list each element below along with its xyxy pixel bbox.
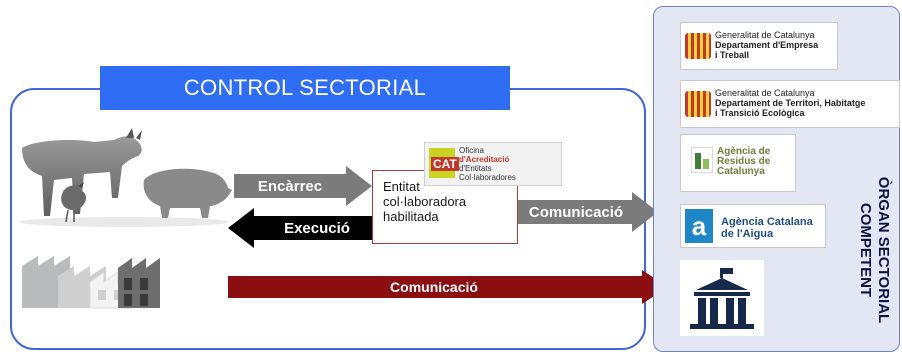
comunicacio-entity-arrow — [518, 192, 658, 232]
comunicacio-direct-arrow — [228, 270, 668, 304]
entity-line-3: habilitada — [383, 209, 439, 224]
logo4-line-1: Agència Catalana — [721, 216, 813, 228]
entity-line-1: Entitat — [383, 179, 420, 194]
organ-title-line-2: COMPETENT — [857, 202, 874, 298]
acat-line-3: d'Entitats — [459, 164, 492, 173]
acat-line-4: Col·laboradores — [459, 173, 516, 182]
logo2-line-3: i Transició Ecològica — [715, 108, 805, 118]
acat-mark-icon: CAT — [429, 148, 459, 178]
svg-text:a: a — [692, 211, 707, 241]
logo-departament-empresa: Generalitat de Catalunya Departament d'E… — [680, 22, 838, 70]
logo3-line-1: Agència de — [717, 146, 771, 157]
generalitat-icon — [685, 33, 711, 59]
entity-line-2: col·laboradora — [383, 194, 467, 209]
encarrec-arrow — [234, 166, 372, 206]
logo-agencia-aigua: a Agència Catalana de l'Aigua — [680, 204, 826, 248]
acat-line-1: Oficina — [459, 146, 484, 155]
aigua-icon: a — [685, 209, 713, 243]
execucio-label: Execució — [284, 219, 350, 237]
government-building-card — [680, 260, 764, 336]
generalitat-icon — [685, 91, 711, 117]
encarrec-label: Encàrrec — [257, 177, 323, 195]
logo4-line-2: de l'Aigua — [721, 228, 774, 240]
execucio-arrow — [228, 208, 374, 248]
acat-mark-text: CAT — [431, 157, 459, 171]
organ-sectorial-title: ÒRGAN SECTORIAL COMPETENT — [848, 160, 892, 340]
acat-logo: CAT Oficina d'Acreditació d'Entitats Col… — [424, 142, 562, 186]
logo2-line-1: Generalitat de Catalunya — [715, 88, 815, 98]
comunicacio-direct-label: Comunicació — [390, 279, 478, 295]
organ-title-line-1: ÒRGAN SECTORIAL — [875, 176, 892, 324]
acat-text: Oficina d'Acreditació d'Entitats Col·lab… — [459, 146, 516, 182]
government-building-icon — [690, 268, 754, 329]
logo-departament-territori: Generalitat de Catalunya Departament de … — [680, 80, 900, 128]
control-sectorial-title: CONTROL SECTORIAL — [100, 66, 510, 110]
logo1-line-2: Departament d'Empresa — [715, 40, 819, 50]
logo2-line-2: Departament de Territori, Habitatge — [715, 98, 866, 108]
logo-agencia-residus: Agència de Residus de Catalunya — [680, 134, 796, 192]
logo3-line-3: Catalunya — [717, 166, 765, 177]
residus-icon — [691, 147, 713, 173]
comunicacio-entity-label: Comunicació — [528, 203, 624, 221]
logo1-line-1: Generalitat de Catalunya — [715, 30, 815, 40]
acat-line-2: d'Acreditació — [459, 155, 510, 164]
logo1-line-3: i Treball — [715, 50, 750, 60]
livestock-illustration — [19, 128, 232, 227]
factories-illustration — [22, 256, 160, 309]
logo3-line-2: Residus de — [717, 156, 771, 167]
